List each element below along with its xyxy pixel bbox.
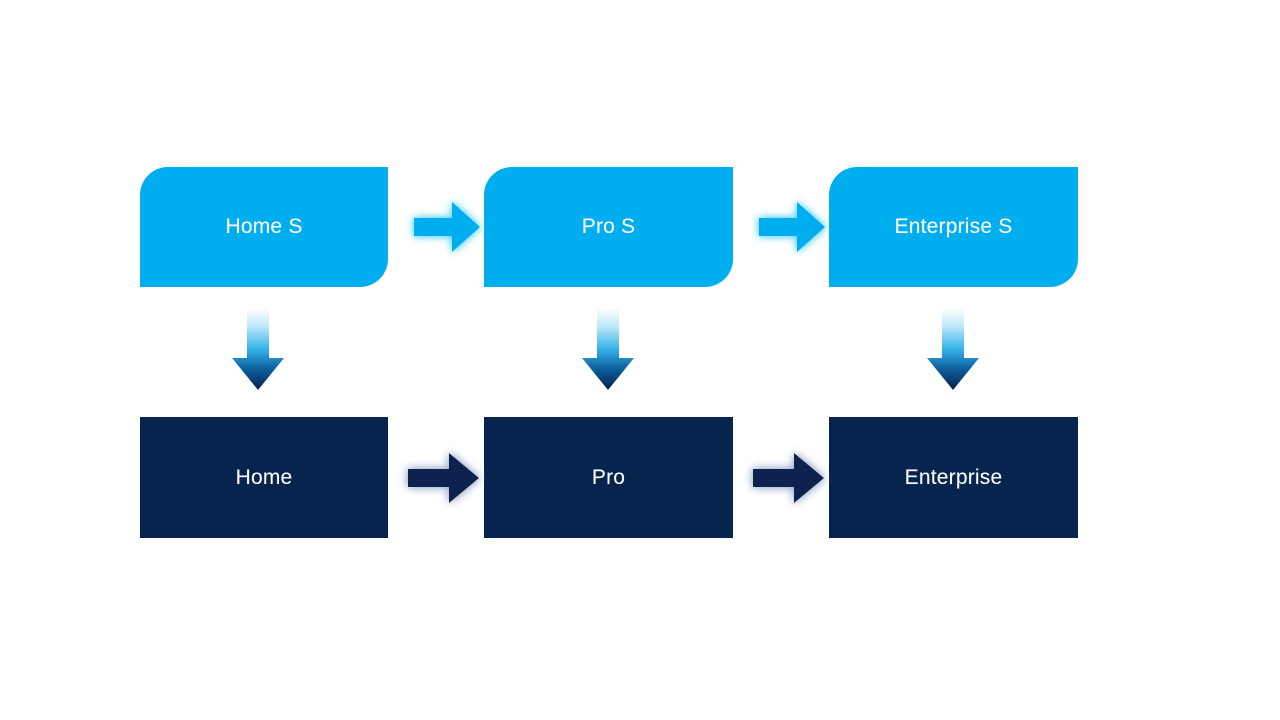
node-enterprise-s[interactable]: Enterprise S [829, 167, 1078, 287]
node-home-s-label: Home S [225, 215, 303, 239]
arrow-pro-to-enterprise-icon[interactable] [747, 447, 829, 509]
node-pro-s-label: Pro S [581, 215, 636, 239]
node-enterprise[interactable]: Enterprise [829, 417, 1078, 538]
node-pro-label: Pro [591, 465, 626, 489]
node-pro[interactable]: Pro [484, 417, 733, 538]
arrow-pro-s-to-pro-icon [578, 306, 638, 394]
arrow-pro-s-to-enterprise-s-icon[interactable] [753, 196, 831, 258]
arrow-enterprise-s-to-enterprise-icon [923, 306, 983, 394]
node-pro-s[interactable]: Pro S [484, 167, 733, 287]
node-home-s[interactable]: Home S [140, 167, 388, 287]
arrow-home-s-to-pro-s-icon[interactable] [408, 196, 486, 258]
node-enterprise-label: Enterprise [904, 465, 1003, 489]
node-enterprise-s-label: Enterprise S [894, 215, 1013, 239]
arrow-home-s-to-home-icon [228, 306, 288, 394]
arrow-home-to-pro-icon[interactable] [402, 447, 484, 509]
node-home[interactable]: Home [140, 417, 388, 538]
node-home-label: Home [235, 465, 293, 489]
